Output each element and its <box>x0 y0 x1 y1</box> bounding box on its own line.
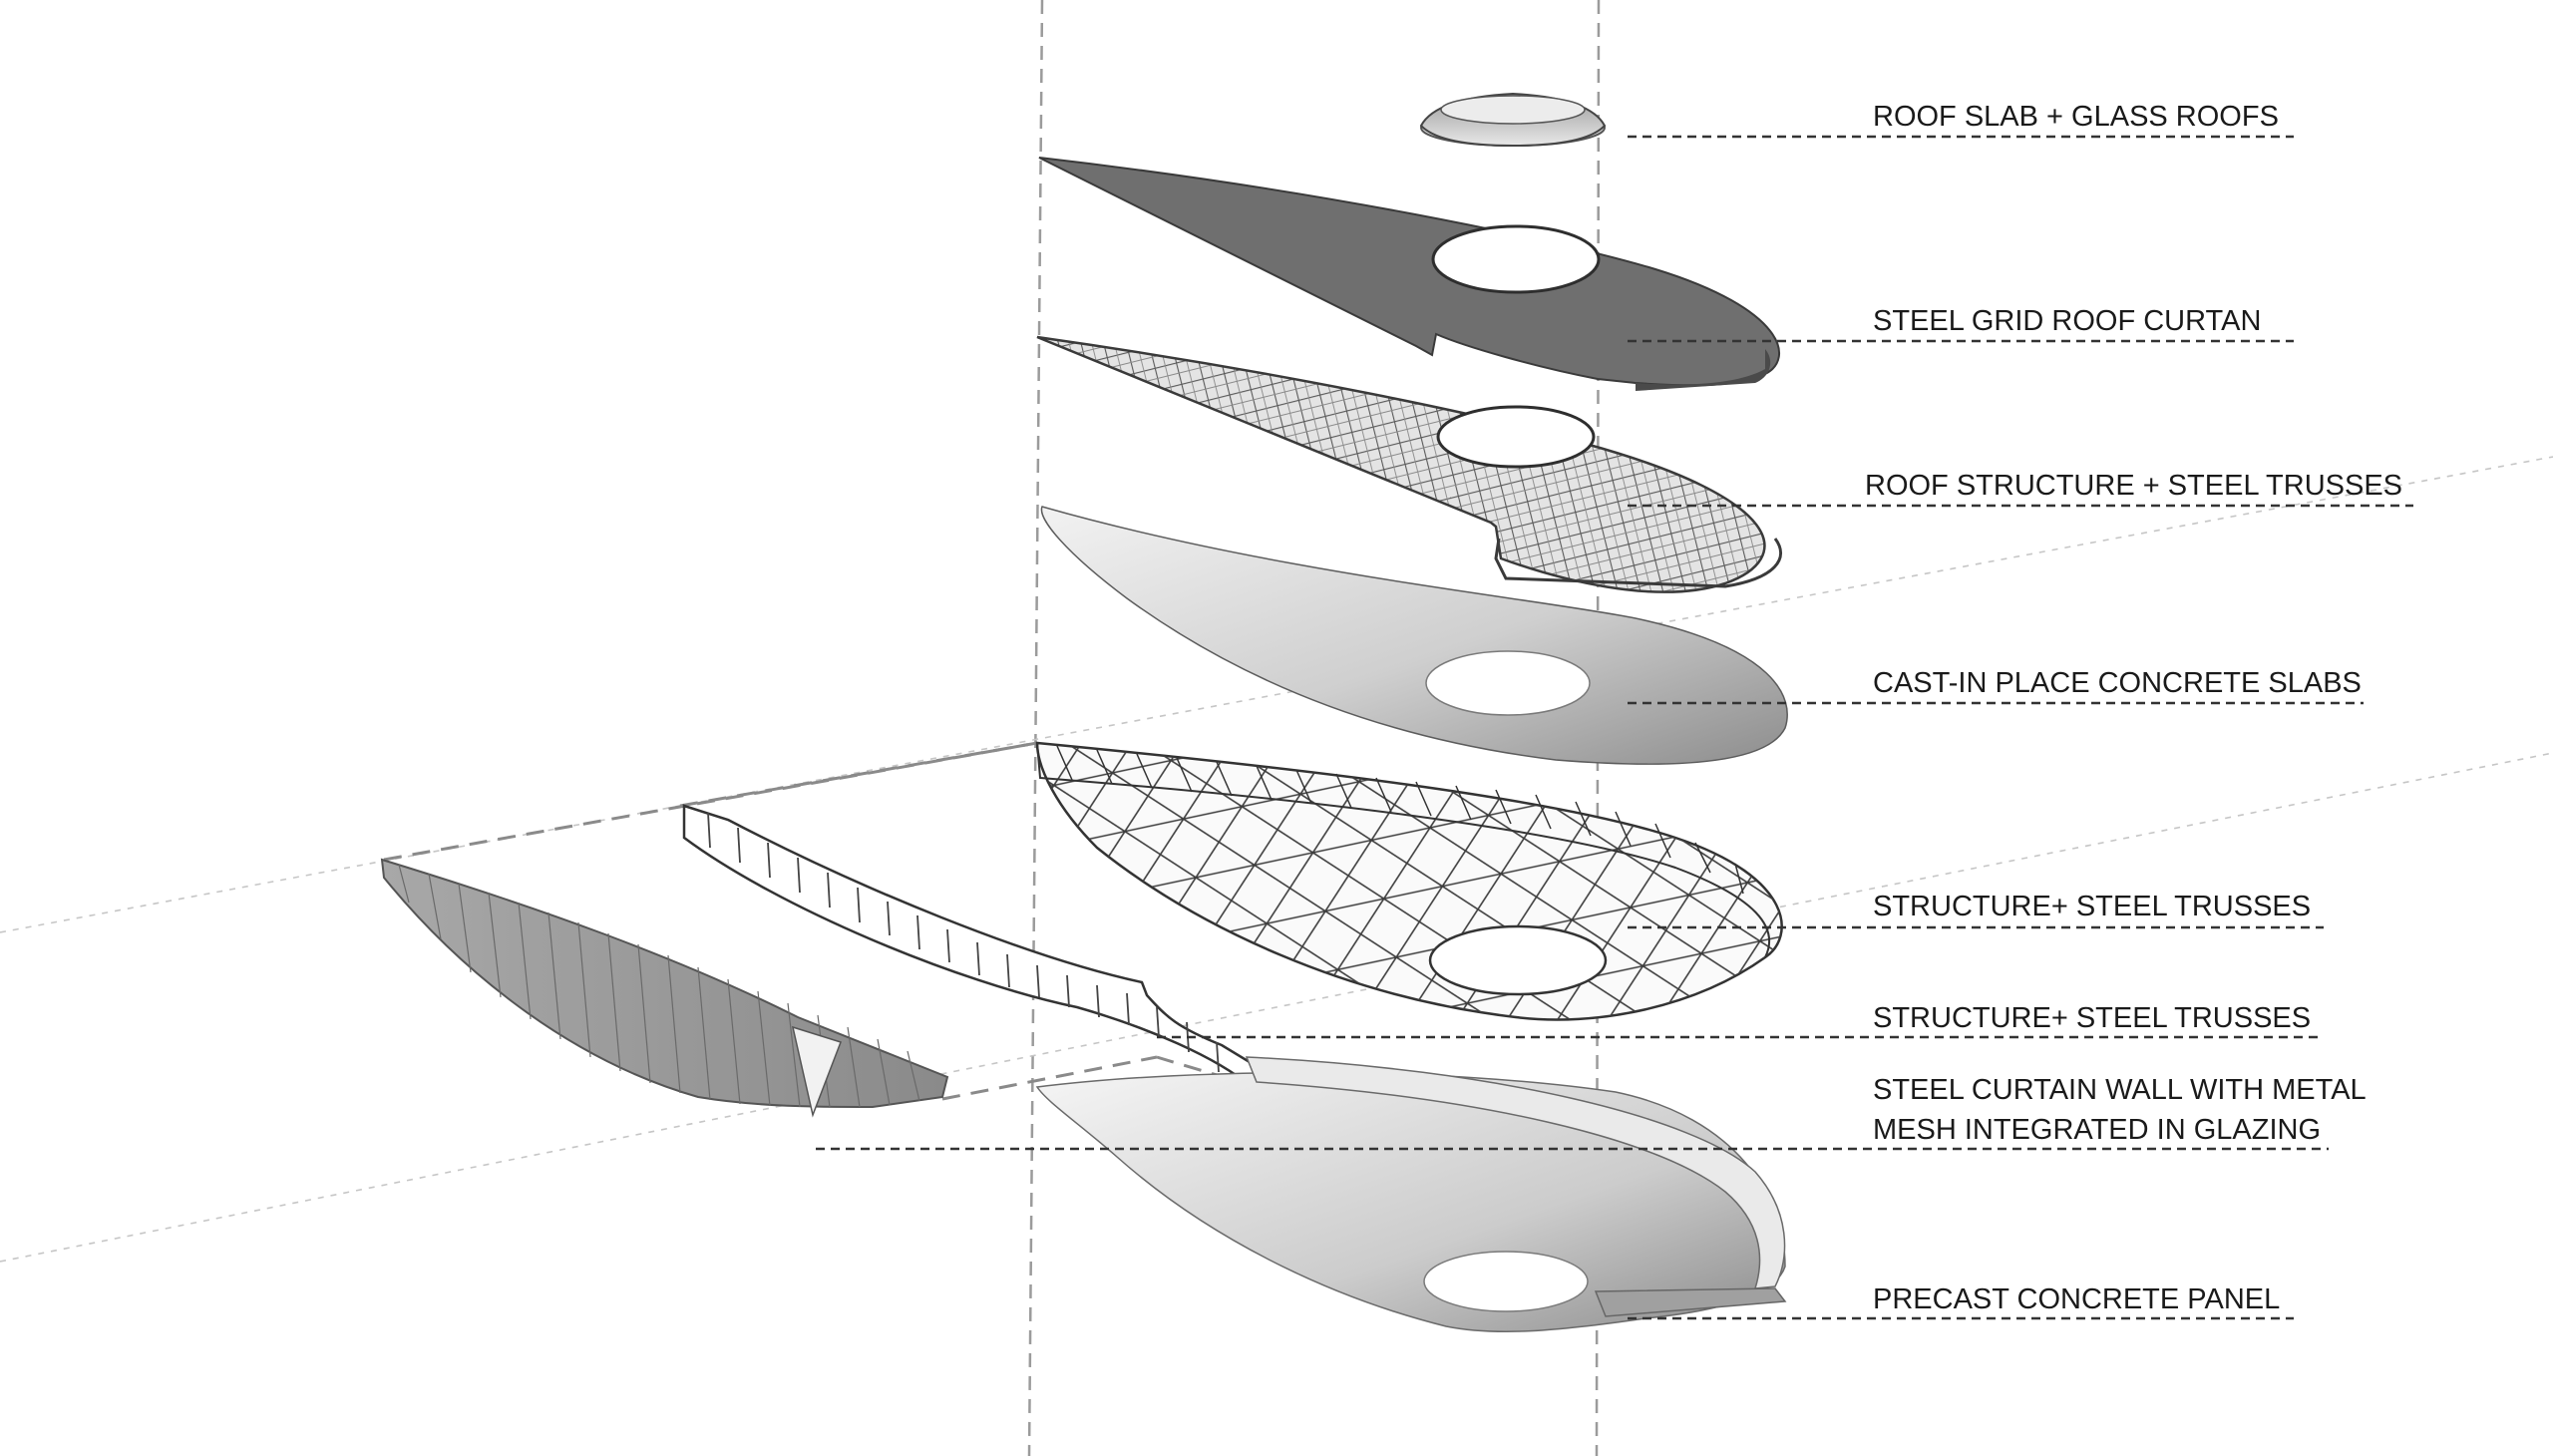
label-cast-in-place-concrete-slabs: CAST-IN PLACE CONCRETE SLABS <box>1873 667 2362 699</box>
precast-concrete-base <box>1035 1056 1787 1333</box>
roof-glass-ring <box>1419 92 1607 148</box>
vertical-guide-lines <box>1027 0 1601 1456</box>
label-structure-steel-trusses-upper: STRUCTURE+ STEEL TRUSSES <box>1873 891 2311 922</box>
precast-wall-panel <box>380 858 949 1118</box>
label-structure-steel-trusses-lower: STRUCTURE+ STEEL TRUSSES <box>1873 1002 2311 1034</box>
layer-labels: ROOF SLAB + GLASS ROOFS STEEL GRID ROOF … <box>1865 101 2402 1315</box>
curtain-wall-truss <box>682 804 1257 1090</box>
label-steel-grid-roof-curtan: STEEL GRID ROOF CURTAN <box>1873 305 2261 337</box>
label-roof-slab-glass-roofs: ROOF SLAB + GLASS ROOFS <box>1873 101 2279 133</box>
label-precast-concrete-panel: PRECAST CONCRETE PANEL <box>1873 1283 2280 1315</box>
label-roof-structure-steel-trusses: ROOF STRUCTURE + STEEL TRUSSES <box>1865 470 2402 502</box>
steel-truss-frame <box>1035 741 1783 1021</box>
label-curtain-wall-line-2: MESH INTEGRATED IN GLAZING <box>1873 1114 2321 1146</box>
concrete-slab <box>1040 506 1788 765</box>
leader-lines <box>816 135 2413 1320</box>
label-curtain-wall-line-1: STEEL CURTAIN WALL WITH METAL <box>1873 1074 2367 1106</box>
dark-roof-slab <box>1038 157 1780 391</box>
